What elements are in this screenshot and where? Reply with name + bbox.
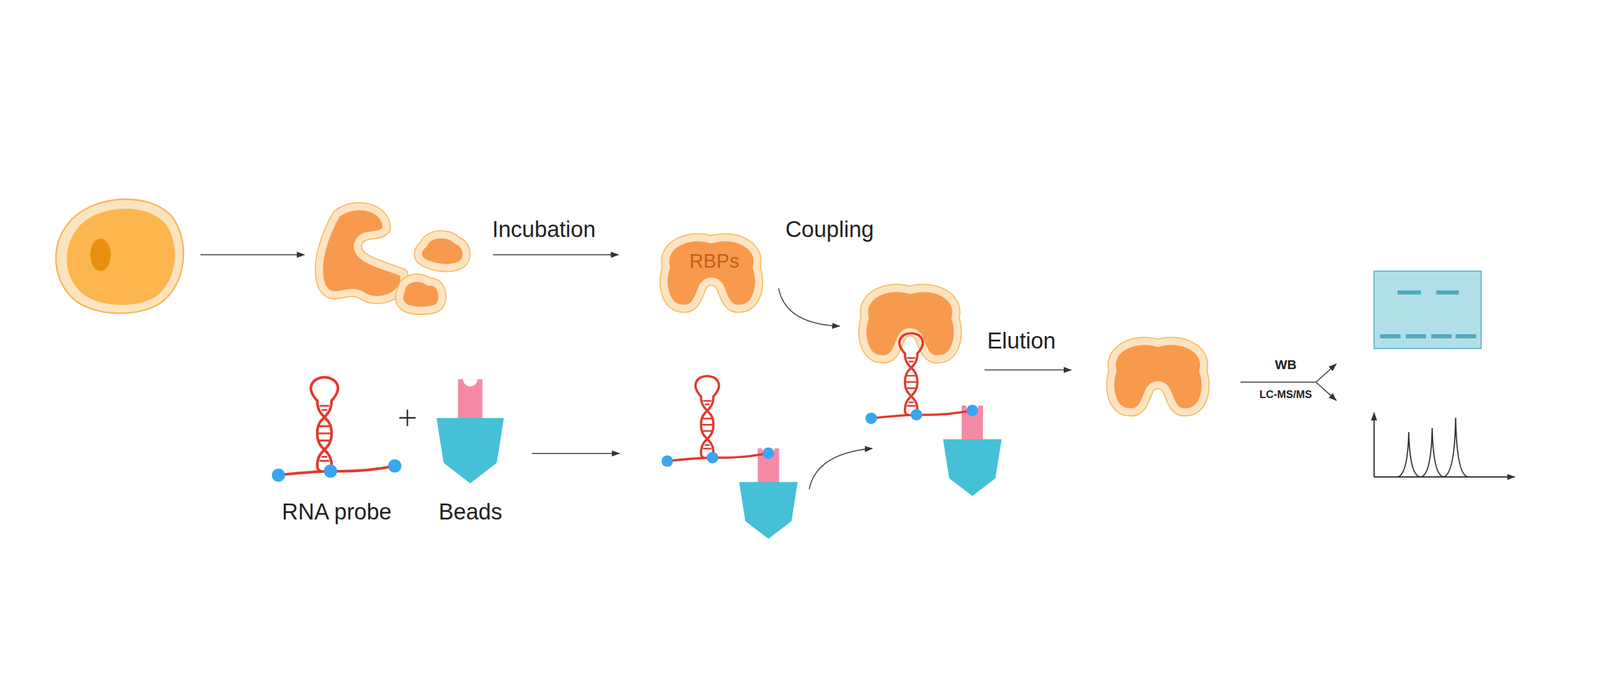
rbp-shape	[661, 234, 762, 313]
method-label: LC-MS/MS	[1259, 388, 1313, 402]
eluted-protein	[1110, 341, 1206, 413]
binding-arrow	[531, 453, 620, 455]
step-label: Coupling	[785, 217, 874, 243]
elution-arrow	[984, 369, 1072, 372]
cell	[56, 199, 184, 314]
node-label: Beads	[438, 499, 503, 526]
conjugate-arrow	[809, 448, 873, 490]
probe-node: RNA probe	[267, 369, 411, 529]
bead-node: Beads	[432, 369, 510, 529]
mass-spectrum	[1374, 412, 1516, 478]
protein-node: RBPs	[661, 234, 762, 313]
rbp-probe-complex	[863, 288, 1002, 497]
step-label: Incubation	[492, 217, 596, 243]
plus-sign	[399, 410, 416, 427]
lysate-fragments	[319, 206, 467, 311]
coupling-arrow	[778, 288, 841, 327]
node-label: RBPs	[689, 250, 740, 273]
western-blot-gel	[1374, 271, 1481, 349]
probe-bead-conjugate	[661, 376, 798, 540]
node-label: RNA probe	[282, 499, 392, 526]
step-label: Elution	[987, 328, 1056, 354]
incubation-arrow	[493, 254, 619, 256]
lysis-arrow	[200, 254, 305, 256]
method-label: WB	[1274, 357, 1297, 373]
